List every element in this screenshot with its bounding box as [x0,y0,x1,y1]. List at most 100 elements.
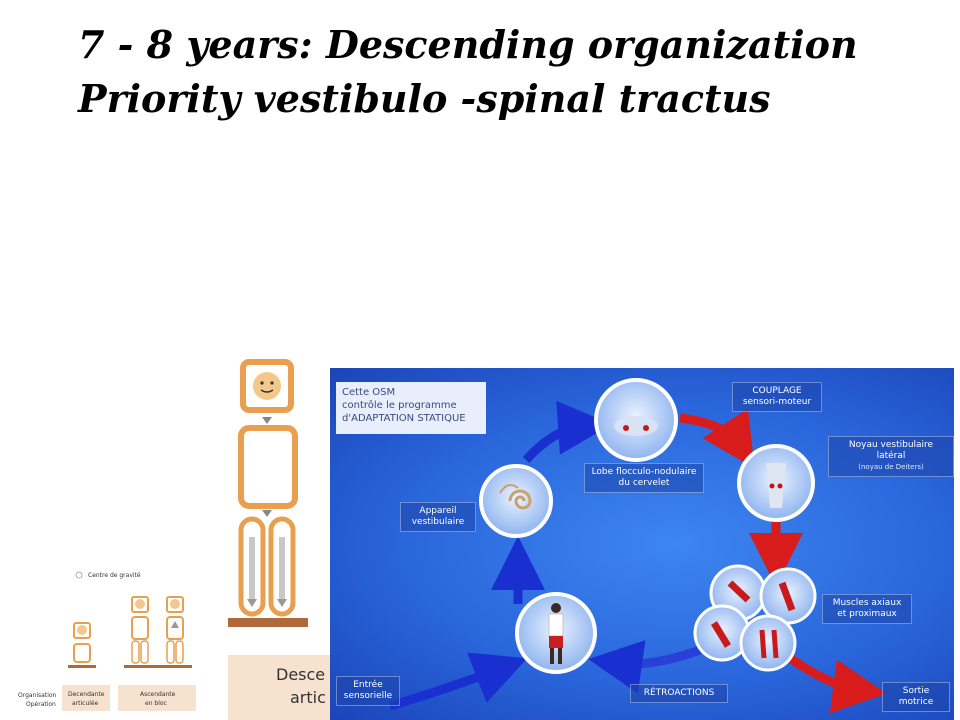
arrow-sortie-output [787,654,887,714]
slide-title: 7 - 8 years: Descending organization Pri… [78,18,938,126]
arrow-retroactions [588,640,702,694]
arrow-lobe-to-noyau [679,408,755,469]
label-appareil: Appareil vestibulaire [400,502,476,532]
col1-label-line-2: articulée [72,700,99,707]
cerebellum-icon [614,416,658,436]
couplage-line-1: COUPLAGE [752,386,802,396]
entree-line-2: sensorielle [343,691,393,701]
row-label-operation: Opération [26,701,56,708]
label-entree: Entrée sensorielle [336,676,400,706]
fig3-leg-left [166,640,175,664]
muscles-line-2: et proximaux [837,609,897,619]
fig2-leg-right [140,640,149,664]
label-couplage: COUPLAGE sensori-moteur [732,382,822,412]
info-line-2: contrôle le programme [342,400,457,411]
noyau-line-2: (noyau de Deiters) [858,463,924,471]
big-arrow-down-2 [262,510,272,517]
fig2-face-icon [135,599,145,609]
big-face-eye-right [270,381,274,385]
gravity-icon [75,571,83,579]
muscle-1-icon [727,580,751,603]
noyau-line-1: Noyau vestibulaire latéral [848,440,934,461]
deiters-red-dot [769,483,775,489]
osm-diagram: Cette OSM contrôle le programme d'ADAPTA… [330,368,954,720]
fig23-ground [124,665,192,668]
muscle-2-icon [778,581,796,612]
retroactions-text: RÉTROACTIONS [643,688,715,698]
fig1-ground [68,665,96,668]
big-leg-right-bar [279,537,285,601]
title-line-2: Priority vestibulo -spinal tractus [78,76,771,121]
node-muscle-4 [739,614,797,672]
body-shorts-icon [549,636,563,648]
muscle-3-icon [711,621,731,648]
big-head-frame [240,359,294,413]
label-retroactions: RÉTROACTIONS [630,684,728,703]
arrow-vestibular-to-lobe [522,400,612,464]
muscles-line-1: Muscles axiaux [832,598,902,608]
col2-label-line-2: en bloc [145,700,167,707]
big-ground [228,618,308,627]
info-line-1: Cette OSM [342,387,396,398]
fig2-head [131,596,149,613]
semicircular-canal-icon [499,483,519,494]
big-trunk [238,425,298,509]
entree-line-1: Entrée [353,680,383,690]
appareil-line-2: vestibulaire [411,517,465,527]
big-label-line-1: Desce [276,665,325,684]
body-leg-right-icon [558,648,562,664]
title-line-1: 7 - 8 years: Descending organization [78,22,858,67]
label-noyau: Noyau vestibulaire latéral (noyau de Dei… [828,436,954,477]
label-lobe: Lobe flocculo-nodulaire du cervelet [584,463,704,493]
cerebellum-red-dot-2 [643,425,649,431]
small-figures: Centre de gravité [68,571,192,668]
posture-schematic-svg: Desce artic Centre de gravité [18,359,330,720]
cerebellum-red-dot [623,425,629,431]
fig2-body [131,616,149,640]
big-label-line-2: artic [290,688,326,707]
col1-label-panel [62,685,110,711]
col2-label-line-1: Ascendante [140,691,176,698]
muscle-4-icon [759,629,779,659]
col2-label-panel [118,685,196,711]
row-label-organisation: Organisation [18,692,57,699]
label-muscles: Muscles axiaux et proximaux [822,594,912,624]
couplage-line-2: sensori-moteur [742,397,812,407]
deiters-red-dot-2 [777,483,783,489]
big-face-icon [253,372,281,400]
cochlea-icon [508,489,532,510]
fig3-head [166,596,184,613]
big-face-eye-left [260,381,264,385]
sortie-line-1: Sortie [902,686,930,696]
big-leg-right-arrow [277,599,287,607]
big-leg-left-arrow [247,599,257,607]
sortie-line-2: motrice [898,697,934,707]
col1-label-line-1: Decendante [68,691,105,698]
brainstem-icon [766,463,786,508]
appareil-line-1: Appareil [419,506,457,516]
fig3-face-icon [170,599,180,609]
body-head-icon [551,603,561,613]
label-sortie: Sortie motrice [882,682,950,712]
posture-schematic: Desce artic Centre de gravité [0,355,330,720]
body-torso-icon [548,613,564,637]
big-figure [228,359,308,627]
osm-cycle-svg [388,378,887,714]
info-line-3: d'ADAPTATION STATIQUE [342,413,466,424]
fig3-arrow-up-icon [171,621,179,628]
big-arrow-down-1 [262,417,272,424]
body-leg-left-icon [550,648,554,664]
fig3-leg-right [175,640,184,664]
gravity-label: Centre de gravité [88,572,141,579]
osm-info-box: Cette OSM contrôle le programme d'ADAPTA… [336,382,486,434]
big-leg-left-bar [249,537,255,601]
fig1-face-icon [77,625,87,635]
big-label-panel [228,655,330,720]
big-face-mouth [260,389,274,393]
lobe-line-2: du cervelet [618,478,670,488]
lobe-line-1: Lobe flocculo-nodulaire [591,467,697,477]
arrow-entree-input [388,652,528,711]
fig2-leg-left [131,640,140,664]
fig1-body [73,643,91,663]
fig1-head [73,622,91,639]
